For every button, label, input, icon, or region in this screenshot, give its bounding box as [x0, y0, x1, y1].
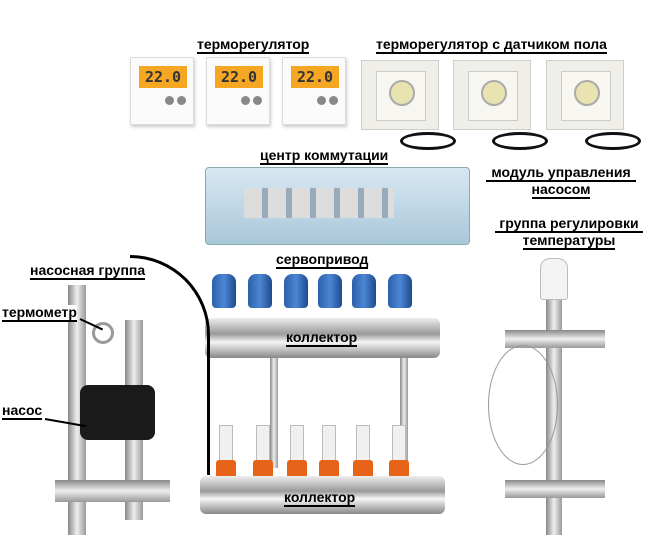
label-thermometer: термометр [2, 304, 77, 322]
floor-thermostat [453, 60, 531, 130]
pump-group-pipe [68, 285, 86, 535]
thermostat-display: 22.0 [215, 66, 263, 88]
label-collector-top: коллектор [286, 329, 358, 347]
switching-center-box [205, 167, 470, 245]
label-collector-bottom: коллектор [284, 489, 356, 507]
flow-meter [322, 425, 336, 461]
servo-drive [212, 274, 236, 308]
flow-meter [356, 425, 370, 461]
servo-drive [318, 274, 342, 308]
servo-drive [352, 274, 376, 308]
floor-thermostat [546, 60, 624, 130]
floor-sensor-cable [400, 132, 456, 150]
servo-drive [388, 274, 412, 308]
thermostat-display: 22.0 [139, 66, 187, 88]
collector-bottom [200, 476, 445, 514]
label-pump: насос [2, 402, 43, 420]
servo-drive [284, 274, 308, 308]
thermostat-display: 22.0 [291, 66, 339, 88]
floor-sensor-cable [585, 132, 641, 150]
flow-meter [392, 425, 406, 461]
thermostat: 22.0 [130, 57, 194, 125]
pump [80, 385, 155, 440]
floor-sensor-cable [492, 132, 548, 150]
label-line: насосом [531, 181, 591, 199]
flow-meter [256, 425, 270, 461]
flow-meter [219, 425, 233, 461]
thermostat: 22.0 [206, 57, 270, 125]
label-servo-drive: сервопривод [276, 251, 369, 269]
flow-meter [290, 425, 304, 461]
thermo-head [540, 258, 568, 300]
label-pump-group: насосная группа [30, 262, 146, 280]
label-line: группа регулировки [495, 216, 643, 233]
servo-drive [248, 274, 272, 308]
floor-thermostat [361, 60, 439, 130]
thermostat: 22.0 [282, 57, 346, 125]
collector-top [205, 318, 440, 358]
label-line: модуль управления [486, 165, 636, 182]
label-thermostat: терморегулятор [197, 36, 310, 54]
label-line: температуры [522, 232, 616, 250]
label-switching-center: центр коммутации [260, 147, 389, 165]
label-thermostat-floor-sensor: терморегулятор с датчиком пола [376, 36, 607, 54]
